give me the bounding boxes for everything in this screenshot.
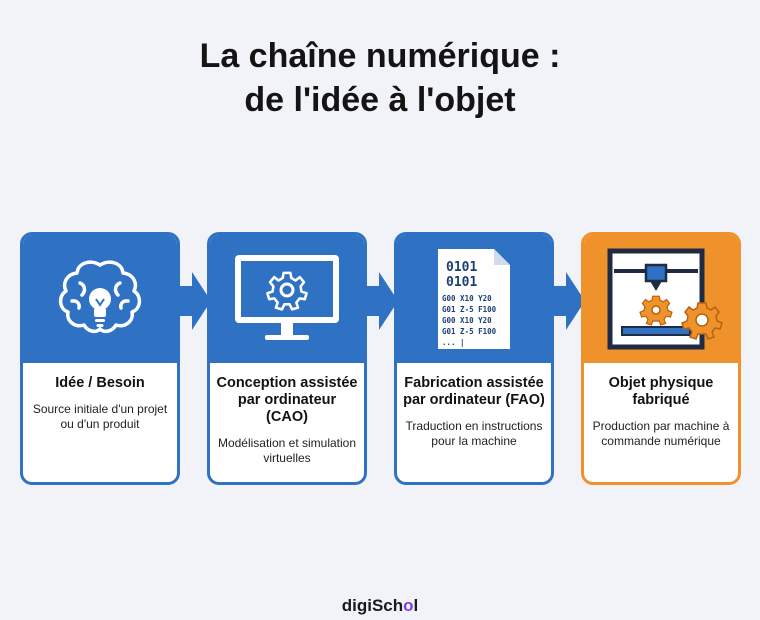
- arrow-right-icon: [365, 272, 398, 330]
- step-description: Modélisation et simulation virtuelles: [217, 436, 357, 465]
- page-title: La chaîne numérique : de l'idée à l'obje…: [0, 34, 760, 122]
- 3d-printer-gears-icon: [607, 248, 723, 350]
- brand-suffix: l: [413, 596, 419, 615]
- step-title: Objet physique fabriqué: [608, 375, 714, 408]
- gcode-line: G00 X10 Y20: [442, 294, 492, 303]
- step-card-header: 0101 0101 G00 X10 Y20 G01 Z-5 F100 G00 X…: [397, 235, 551, 363]
- gcode-line: G01 Z-5 F100: [442, 327, 497, 336]
- brand-prefix: digiSch: [341, 596, 404, 615]
- brand-o: o: [403, 596, 414, 615]
- step-card-idea: Idée / Besoin Source initiale d'un proje…: [20, 232, 180, 485]
- step-card-header: [210, 235, 364, 363]
- binary-line-2: 0101: [446, 275, 477, 290]
- step-title: Fabrication assistée par ordinateur (FAO…: [403, 375, 545, 408]
- step-card-header: [23, 235, 177, 363]
- title-line-1: La chaîne numérique :: [199, 37, 561, 75]
- brain-lightbulb-icon: [58, 260, 142, 334]
- step-card-object: Objet physique fabriqué Production par m…: [581, 232, 741, 485]
- binary-line-1: 0101: [446, 260, 477, 275]
- gcode-line: G00 X10 Y20: [442, 316, 492, 325]
- title-line-2: de l'idée à l'objet: [244, 81, 516, 119]
- gcode-ellipsis: ... |: [442, 338, 465, 348]
- arrow-right-icon: [178, 272, 211, 330]
- gcode-line: G01 Z-5 F100: [442, 305, 497, 314]
- brand-logo: digiSchol: [0, 596, 760, 616]
- step-card-cao: Conception assistée par ordinateur (CAO)…: [207, 232, 367, 485]
- step-description: Traduction en instructions pour la machi…: [405, 419, 543, 448]
- step-card-fao: 0101 0101 G00 X10 Y20 G01 Z-5 F100 G00 X…: [394, 232, 554, 485]
- monitor-gear-icon: [235, 255, 339, 340]
- step-title: Idée / Besoin: [55, 375, 145, 391]
- arrow-right-icon: [552, 272, 585, 330]
- step-card-header: [584, 235, 738, 363]
- step-title: Conception assistée par ordinateur (CAO): [216, 375, 358, 425]
- step-description: Source initiale d'un projet ou d'un prod…: [32, 402, 168, 431]
- step-description: Production par machine à commande numéri…: [592, 419, 730, 448]
- gcode-document-icon: 0101 0101 G00 X10 Y20 G01 Z-5 F100 G00 X…: [438, 249, 510, 349]
